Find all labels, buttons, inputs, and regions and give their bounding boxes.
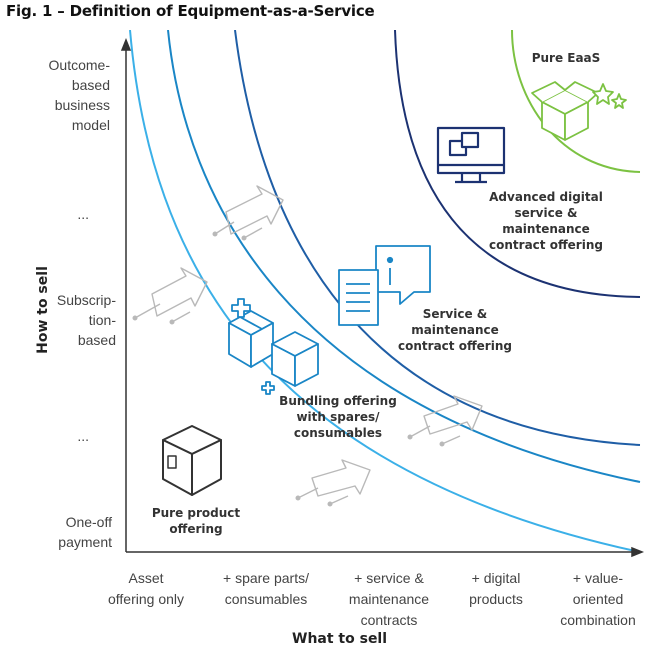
zone-label-pure-eaas: Pure EaaS — [531, 51, 601, 65]
y-label-one-off-text: One-off payment — [58, 514, 112, 550]
y-label-subscription-text: Subscrip- tion- based — [56, 292, 116, 348]
arrow-4 — [407, 395, 483, 447]
x-axis-title: What to sell — [292, 631, 388, 647]
figure-title: Fig. 1 – Definition of Equipment-as-a-Se… — [6, 2, 375, 20]
arrow-1 — [132, 267, 208, 325]
arrow-2 — [212, 185, 284, 241]
y-label-ellipsis-upper-text: ... — [77, 206, 89, 222]
monitor-icon — [436, 126, 506, 184]
axes — [120, 37, 645, 558]
y-label-one-off-payment: One-off payment — [12, 512, 112, 552]
box-icon — [162, 425, 222, 496]
y-label-ellipsis-upper: ... — [0, 204, 89, 224]
transition-arrows — [132, 185, 483, 507]
y-label-subscription-based: Subscrip- tion- based — [16, 290, 116, 350]
x-label-asset-offering: Asset offering only — [107, 570, 184, 607]
arrow-3 — [295, 459, 371, 507]
zone-label-bundling: Bundling offering with spares/ consumabl… — [279, 394, 397, 440]
y-label-outcome-text: Outcome- based business model — [48, 57, 110, 133]
zone-label-pure-product: Pure product offering — [151, 506, 241, 536]
y-axis-title: How to sell — [35, 266, 51, 354]
box-stars-icon — [531, 81, 627, 141]
curve-advanced-digital — [394, 30, 641, 298]
y-label-ellipsis-lower-text: ... — [77, 428, 89, 444]
zone-label-advanced-digital: Advanced digital service & maintenance c… — [489, 190, 603, 252]
y-label-outcome-based: Outcome- based business model — [10, 55, 110, 135]
zone-label-service: Service & maintenance contract offering — [398, 307, 512, 353]
x-label-value-oriented: + value- oriented combination — [560, 570, 636, 628]
curve-bundling — [167, 30, 641, 483]
boxes-plus-icon — [228, 298, 319, 395]
x-label-digital-products: + digital products — [469, 570, 523, 607]
x-label-service-maintenance: + service & maintenance contracts — [348, 570, 430, 628]
x-label-spare-parts: + spare parts/ consumables — [223, 570, 309, 607]
document-info-icon — [338, 245, 431, 326]
y-label-ellipsis-lower: ... — [0, 426, 89, 446]
